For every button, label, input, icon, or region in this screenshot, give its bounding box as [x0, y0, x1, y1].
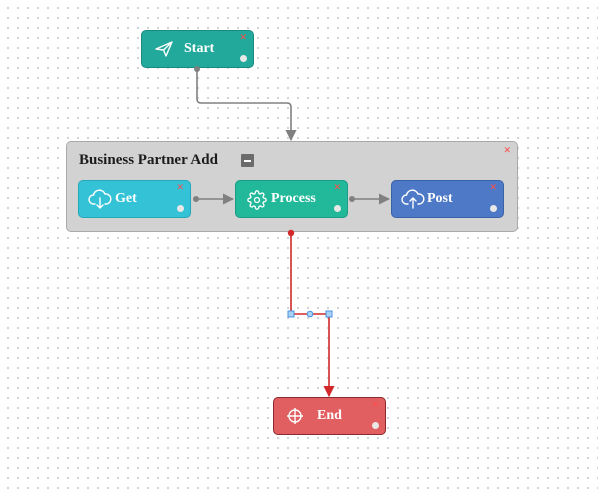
output-port[interactable] [334, 205, 341, 212]
get-node[interactable]: Get ✕ [78, 180, 191, 218]
crosshair-icon [285, 406, 305, 426]
output-port[interactable] [372, 422, 379, 429]
close-icon[interactable]: ✕ [503, 146, 511, 156]
start-label: Start [184, 41, 215, 56]
post-label: Post [427, 191, 453, 206]
start-node[interactable]: Start ✕ [141, 30, 254, 68]
process-label: Process [271, 191, 316, 206]
output-port[interactable] [240, 55, 247, 62]
close-icon[interactable]: ✕ [489, 183, 497, 193]
post-node[interactable]: Post ✕ [391, 180, 504, 218]
process-node[interactable]: Process ✕ [235, 180, 348, 218]
cloud-download-icon [88, 188, 112, 210]
connector-midpoint-handle[interactable] [306, 310, 314, 318]
output-port[interactable] [490, 205, 497, 212]
close-icon[interactable]: ✕ [371, 400, 379, 410]
connector-group-to-end[interactable] [287, 229, 335, 398]
gear-icon [246, 189, 268, 211]
group-title: Business Partner Add [79, 152, 218, 168]
end-node[interactable]: End ✕ [273, 397, 386, 435]
get-label: Get [115, 191, 137, 206]
close-icon[interactable]: ✕ [333, 183, 341, 193]
connector-bend-handle[interactable] [325, 310, 333, 318]
output-port[interactable] [177, 205, 184, 212]
cloud-upload-icon [401, 188, 425, 210]
connector-start-to-group[interactable] [194, 66, 297, 142]
end-label: End [317, 408, 342, 423]
close-icon[interactable]: ✕ [176, 183, 184, 193]
connector-bend-handle[interactable] [287, 310, 295, 318]
close-icon[interactable]: ✕ [239, 33, 247, 43]
paper-plane-icon [153, 39, 175, 59]
collapse-button[interactable] [241, 154, 254, 167]
